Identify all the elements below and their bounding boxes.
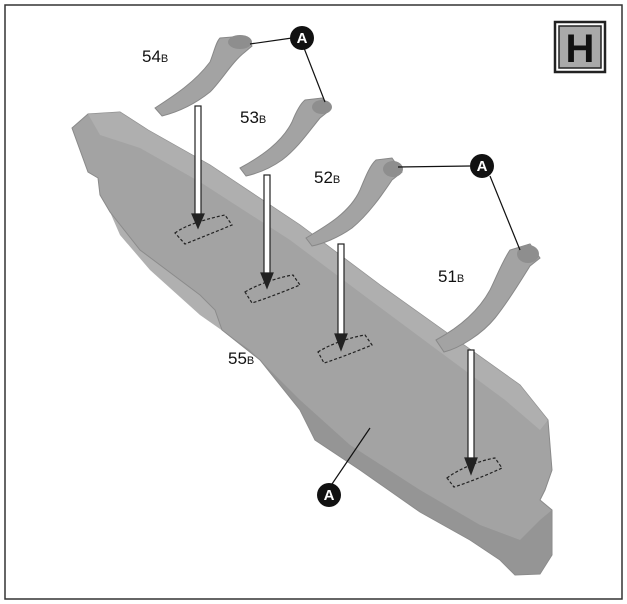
step-badge: H bbox=[555, 22, 605, 72]
label-51b: 51B bbox=[438, 267, 464, 286]
part-55b bbox=[72, 112, 552, 575]
svg-text:A: A bbox=[324, 487, 335, 504]
svg-text:A: A bbox=[297, 30, 308, 47]
svg-text:A: A bbox=[477, 158, 488, 175]
label-54b: 54B bbox=[142, 47, 168, 66]
callout-a-right: A bbox=[470, 154, 494, 178]
callout-a-top: A bbox=[290, 26, 314, 50]
step-letter: H bbox=[566, 27, 595, 71]
label-53b: 53B bbox=[240, 108, 266, 127]
label-52b: 52B bbox=[314, 168, 340, 187]
part-54b bbox=[155, 35, 252, 116]
part-51b bbox=[436, 244, 540, 352]
callout-a-bottom: A bbox=[317, 483, 341, 507]
